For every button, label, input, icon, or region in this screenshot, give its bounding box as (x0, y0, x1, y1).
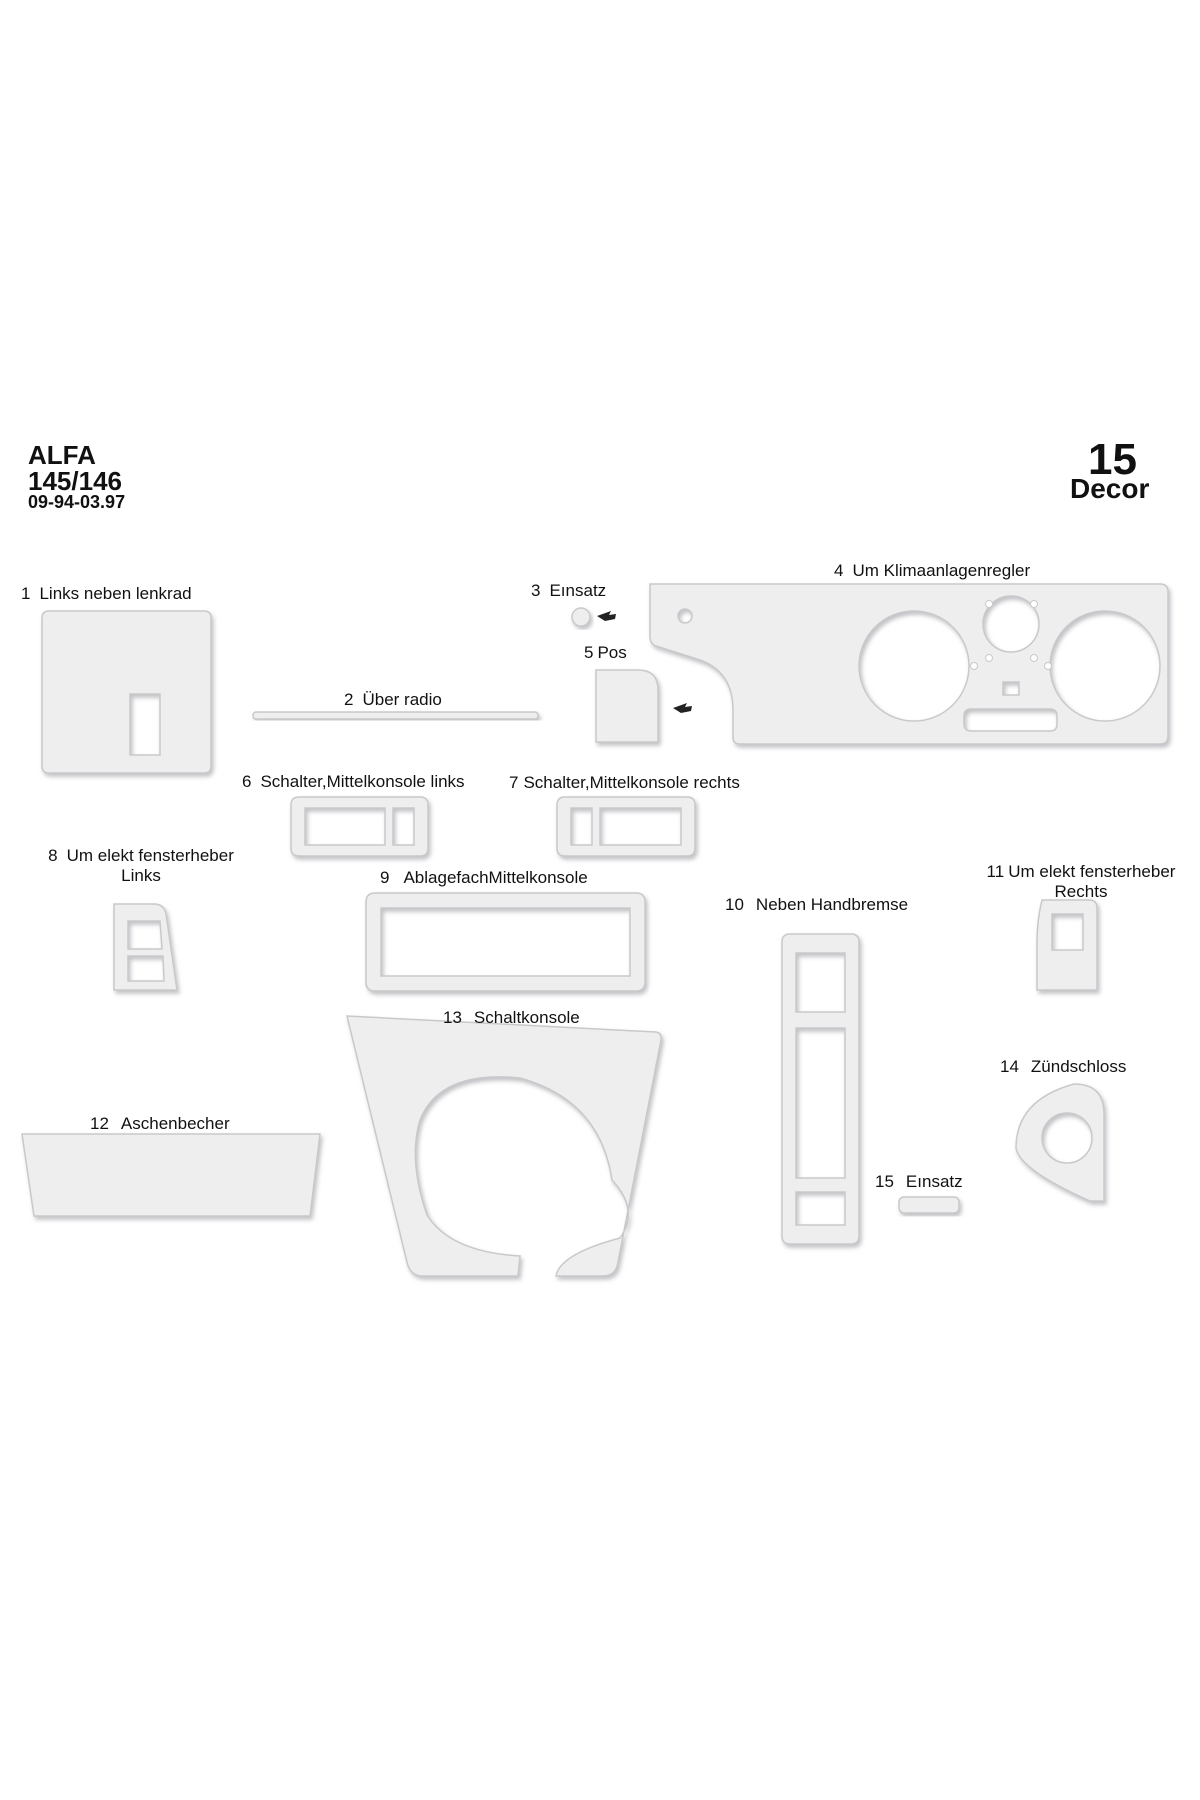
part-15-label: 15 Eınsatz (875, 1172, 963, 1192)
part-2-label: 2 Über radio (344, 690, 442, 710)
part-1-text: Links neben lenkrad (39, 584, 192, 603)
part-4-text: Um Klimaanlagenregler (852, 561, 1031, 580)
part-13-number: 13 (443, 1008, 462, 1027)
part-11-text: Um elekt fensterheber (1008, 862, 1176, 881)
part-10-number: 10 (725, 895, 744, 914)
part-12-label: 12 Aschenbecher (90, 1114, 230, 1134)
brand-title: ALFA (28, 440, 96, 470)
part-14-text: Zündschloss (1030, 1057, 1127, 1076)
part-3-number: 3 (531, 581, 541, 600)
part-4-label: 4 Um Klimaanlagenregler (834, 561, 1030, 581)
part-7-shape (556, 796, 696, 857)
part-13-text: Schaltkonsole (473, 1008, 580, 1027)
part-1-shape (41, 610, 212, 774)
part-5-number: 5 (584, 643, 594, 662)
part-3-label: 3 Eınsatz (531, 581, 606, 601)
part-12-text: Aschenbecher (120, 1114, 230, 1133)
part-7-text: Schalter,Mittelkonsole rechts (523, 773, 740, 792)
part-14-shape (1015, 1083, 1105, 1202)
part-4-number: 4 (834, 561, 844, 580)
part-7-number: 7 (509, 773, 519, 792)
part-8-text: Um elekt fensterheber (66, 846, 234, 865)
part-8-shape (113, 903, 178, 991)
part-4-shape (649, 583, 1169, 745)
part-4-holes (970, 600, 1052, 670)
part-10-shape (781, 933, 860, 1245)
model-title: 145/146 (28, 466, 122, 496)
part-15-text: Eınsatz (905, 1172, 963, 1191)
part-10-label: 10 Neben Handbremse (725, 895, 908, 915)
part-1-label: 1 Links neben lenkrad (21, 584, 192, 604)
part-2-number: 2 (344, 690, 354, 709)
part-5-pointer-icon (673, 703, 692, 713)
part-14-label: 14 Zündschloss (1000, 1057, 1126, 1077)
part-13-shape (346, 1015, 662, 1277)
part-2-text: Über radio (362, 690, 442, 709)
part-8-label: 8 Um elekt fensterheber Links (36, 846, 246, 885)
product-type: Decor (1070, 473, 1150, 504)
piece-count: 15 (1088, 435, 1137, 484)
part-15-number: 15 (875, 1172, 894, 1191)
part-3-text: Eınsatz (549, 581, 607, 600)
part-8-number: 8 (48, 846, 58, 865)
part-13-label: 13 Schaltkonsole (443, 1008, 580, 1028)
part-2-shape (252, 711, 539, 720)
part-5-shape (595, 669, 659, 743)
part-11-number: 11 (986, 862, 1005, 881)
part-9-number: 9 (380, 868, 390, 887)
period-title: 09-94-03.97 (28, 492, 126, 512)
part-6-number: 6 (242, 772, 252, 791)
part-6-label: 6 Schalter,Mittelkonsole links (242, 772, 465, 792)
part-3-pointer-icon (597, 611, 616, 621)
part-15-shape (898, 1196, 960, 1214)
part-11-text-line2: Rechts (1054, 881, 1108, 901)
part-11-shape (1036, 899, 1098, 991)
part-6-shape (290, 796, 429, 857)
part-10-text: Neben Handbremse (755, 895, 909, 914)
part-12-shape (21, 1133, 321, 1217)
part-5-text: Pos (597, 643, 627, 662)
part-9-label: 9 AblagefachMittelkonsole (380, 868, 588, 888)
part-3-shape (571, 607, 591, 627)
part-9-shape (365, 892, 646, 992)
part-12-number: 12 (90, 1114, 109, 1133)
part-14-number: 14 (1000, 1057, 1019, 1076)
part-8-text-line2: Links (121, 865, 161, 885)
part-9-text: AblagefachMittelkonsole (403, 868, 588, 887)
part-1-number: 1 (21, 584, 31, 603)
part-6-text: Schalter,Mittelkonsole links (260, 772, 465, 791)
